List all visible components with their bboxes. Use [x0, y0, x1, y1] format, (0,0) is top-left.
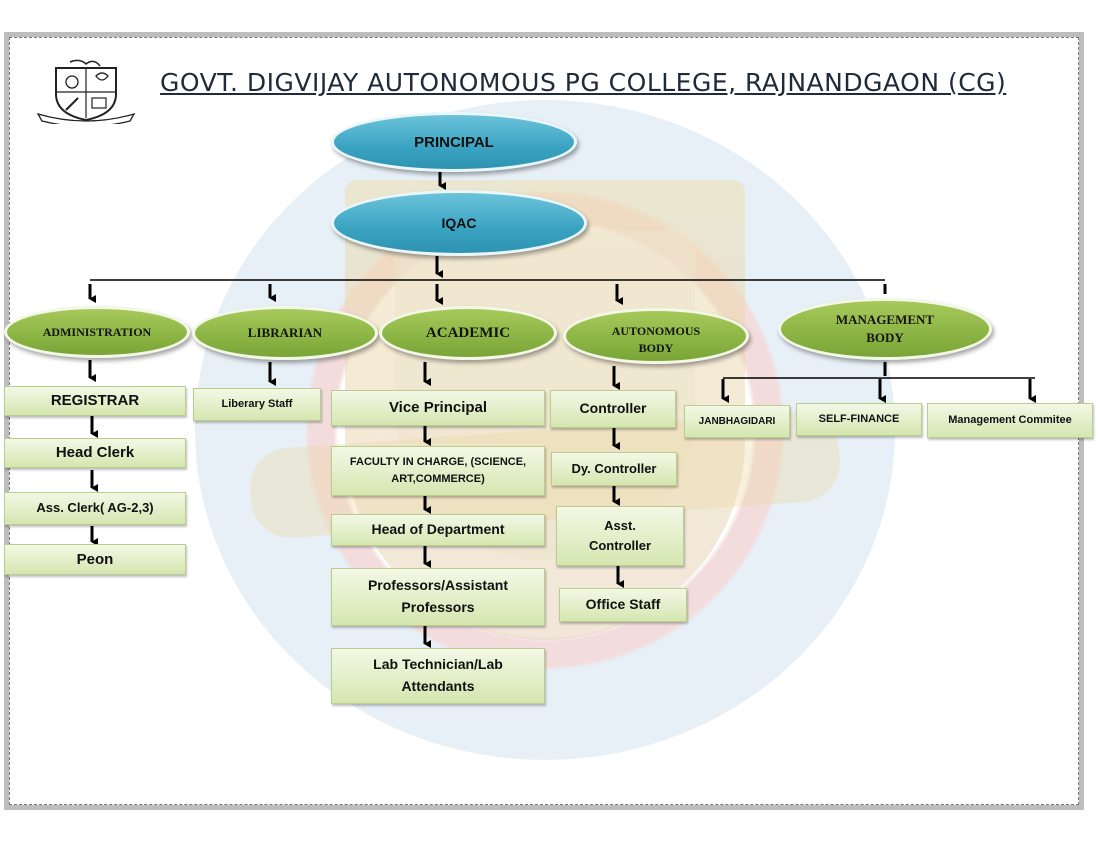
management-committee-box: Management Commitee	[927, 403, 1093, 438]
self-finance-box: SELF-FINANCE	[796, 403, 922, 436]
administration-node: ADMINISTRATION	[4, 306, 190, 358]
autonomous-body-node: AUTONOMOUS BODY	[563, 308, 749, 364]
iqac-node: IQAC	[331, 190, 587, 256]
library-staff-box: Liberary Staff	[193, 388, 321, 421]
office-staff-box: Office Staff	[559, 588, 687, 622]
page-title: GOVT. DIGVIJAY AUTONOMOUS PG COLLEGE, RA…	[160, 68, 1007, 97]
assistant-clerk-box: Ass. Clerk( AG-2,3)	[4, 492, 186, 525]
lab-technician-box: Lab Technician/Lab Attendants	[331, 648, 545, 704]
professors-box: Professors/Assistant Professors	[331, 568, 545, 626]
peon-box: Peon	[4, 544, 186, 575]
principal-node: PRINCIPAL	[331, 112, 577, 172]
librarian-node: LIBRARIAN	[192, 306, 378, 360]
faculty-in-charge-box: FACULTY IN CHARGE, (SCIENCE, ART,COMMERC…	[331, 446, 545, 496]
vice-principal-box: Vice Principal	[331, 390, 545, 426]
controller-box: Controller	[550, 390, 676, 428]
head-clerk-box: Head Clerk	[4, 438, 186, 468]
management-body-node: MANAGEMENT BODY	[778, 298, 992, 360]
asst-controller-box: Asst. Controller	[556, 506, 684, 566]
dy-controller-box: Dy. Controller	[551, 452, 677, 486]
head-of-department-box: Head of Department	[331, 514, 545, 546]
academic-node: ACADEMIC	[379, 306, 557, 360]
college-logo-icon	[36, 59, 136, 124]
janbhagidari-box: JANBHAGIDARI	[684, 405, 790, 438]
registrar-box: REGISTRAR	[4, 386, 186, 416]
